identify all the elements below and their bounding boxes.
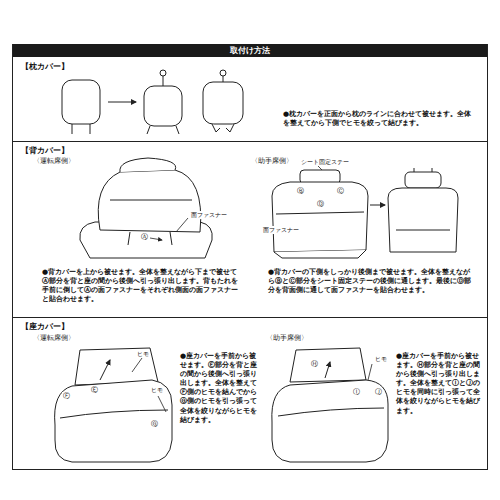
- callout-letter: Ⓐ: [140, 233, 149, 242]
- callout-letter: Ⓔ: [90, 386, 99, 395]
- note: ●背カバーを上から被せます。全体を整えながら下まで被せてⒶ部分を背と座の間から後…: [42, 268, 242, 304]
- callout-letter: Ⓖ: [150, 420, 159, 429]
- callout-letter: Ⓘ: [352, 388, 361, 397]
- part-label: ヒモ: [136, 350, 150, 358]
- sub-heading: 〈助手席側〉: [250, 157, 294, 166]
- section-heading: 【座カバー】: [20, 322, 70, 332]
- title-bar: 取付け方法: [13, 44, 487, 57]
- callout-letter: Ⓓ: [316, 200, 325, 209]
- section-heading: 【背カバー】: [20, 146, 70, 156]
- callout-letter: Ⓕ: [62, 392, 71, 401]
- callout-letter: Ⓗ: [310, 360, 319, 369]
- title: 取付け方法: [13, 44, 487, 57]
- part-label: ヒモ: [374, 355, 388, 363]
- note: ●枕カバーを正面から枕のラインに合わせて被せます。全体を整えてから下側でヒモを絞…: [283, 110, 478, 128]
- sub-heading: 〈運転席側〉: [32, 334, 76, 343]
- sub-heading: 〈運転席側〉: [32, 157, 76, 166]
- part-label: 面ファスナー: [262, 226, 300, 234]
- part-label: ヒモ: [150, 386, 164, 394]
- callout-letter: Ⓒ: [336, 187, 345, 196]
- callout-letter: Ⓑ: [296, 187, 305, 196]
- note: ●背カバーの下側をしっかり後側まで被せます。全体を整えながらⒷとⒸ部分をシート固…: [268, 268, 473, 295]
- callout-letter: Ⓙ: [374, 388, 383, 397]
- sub-heading: 〈助手席側〉: [265, 334, 309, 343]
- note: ●座カバーを手前から被せます。Ⓗ部分を背と座の間から後側へ引っ張り出します。全体…: [396, 352, 484, 416]
- section-heading: 【枕カバー】: [20, 62, 70, 72]
- part-label: シート固定ステー: [300, 158, 350, 166]
- note: ●座カバーを手前から被せます。Ⓔ部分を背と座の間から後側へ引っ張り出します。全体…: [180, 352, 262, 425]
- part-label: 面ファスナー: [190, 211, 228, 219]
